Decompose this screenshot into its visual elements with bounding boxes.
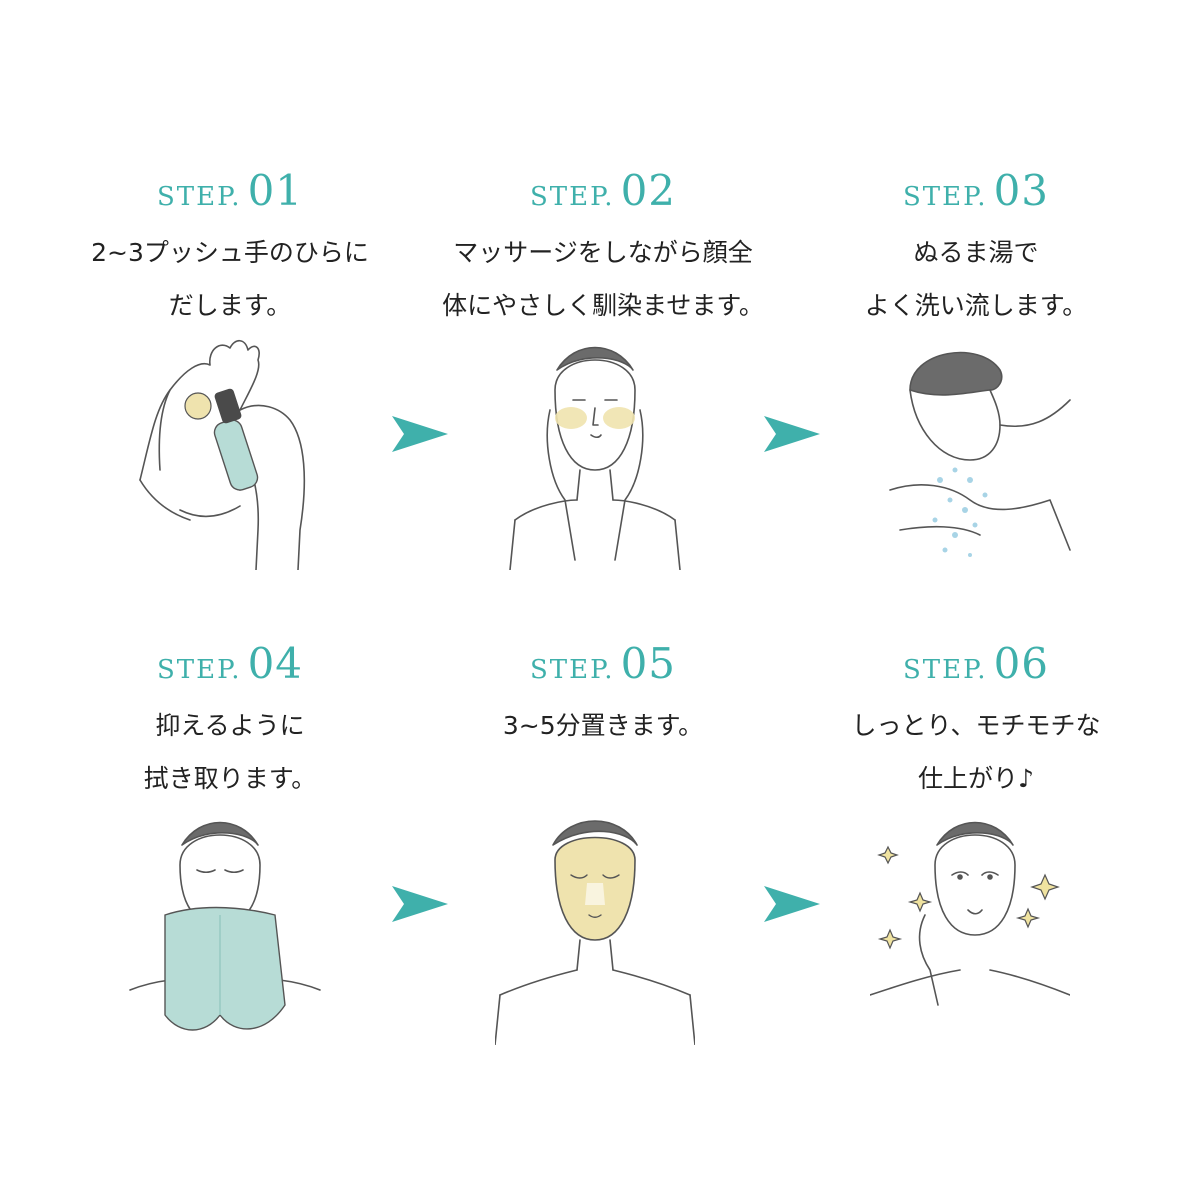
step-description-line: 仕上がり♪ [918,764,1034,793]
step-number: 04 [247,639,304,688]
step-06: STEP.06 しっとり、モチモチな 仕上がり♪ [796,643,1156,805]
step-word: STEP. [156,182,242,212]
face-mask-icon [495,820,695,1045]
step-number: 03 [993,166,1050,215]
step-word: STEP. [529,182,615,212]
step-word: STEP. [156,655,242,685]
step-label: STEP.06 [796,643,1156,685]
step-description-line: 3~5分置きます。 [502,711,704,740]
arrow-right-icon [764,416,820,452]
step-word: STEP. [529,655,615,685]
step-number: 01 [247,166,304,215]
step-number: 05 [620,639,677,688]
step-description-line: マッサージをしながら顔全 [453,238,753,267]
arrow-right-icon [392,416,448,452]
step-description: マッサージをしながら顔全 体にやさしく馴染ませます。 [423,226,783,332]
step-label: STEP.01 [50,170,410,212]
step-03: STEP.03 ぬるま湯で よく洗い流します。 [796,170,1156,332]
step-word: STEP. [902,655,988,685]
face-massage-icon [509,346,681,570]
step-label: STEP.03 [796,170,1156,212]
step-word: STEP. [902,182,988,212]
step-04: STEP.04 抑えるように 拭き取ります。 [50,643,410,805]
step-description-line: 抑えるように [155,711,305,740]
step-number: 06 [993,639,1050,688]
step-description-line: しっとり、モチモチな [851,711,1101,740]
step-description-line: だします。 [168,291,292,320]
hands-pump-bottle-icon [139,339,306,570]
step-description: ぬるま湯で よく洗い流します。 [796,226,1156,332]
step-label: STEP.04 [50,643,410,685]
step-description: しっとり、モチモチな 仕上がり♪ [796,699,1156,805]
step-description-line: 体にやさしく馴染ませます。 [442,291,764,320]
step-01: STEP.01 2~3プッシュ手のひらに だします。 [50,170,410,332]
step-label: STEP.02 [423,170,783,212]
arrow-right-icon [392,886,448,922]
step-number: 02 [620,166,677,215]
step-description: 抑えるように 拭き取ります。 [50,699,410,805]
step-description-line: 2~3プッシュ手のひらに [91,238,369,267]
step-05: STEP.05 3~5分置きます。 [423,643,783,752]
step-label: STEP.05 [423,643,783,685]
step-description-line: 拭き取ります。 [143,764,317,793]
face-rinse-icon [889,351,1071,557]
step-description: 3~5分置きます。 [423,699,783,752]
sparkle-face-icon [870,821,1070,1006]
towel-dry-icon [129,821,321,1031]
arrow-right-icon [764,886,820,922]
step-description: 2~3プッシュ手のひらに だします。 [50,226,410,332]
step-02: STEP.02 マッサージをしながら顔全 体にやさしく馴染ませます。 [423,170,783,332]
step-description-line: よく洗い流します。 [864,291,1088,320]
step-description-line: ぬるま湯で [913,238,1039,267]
